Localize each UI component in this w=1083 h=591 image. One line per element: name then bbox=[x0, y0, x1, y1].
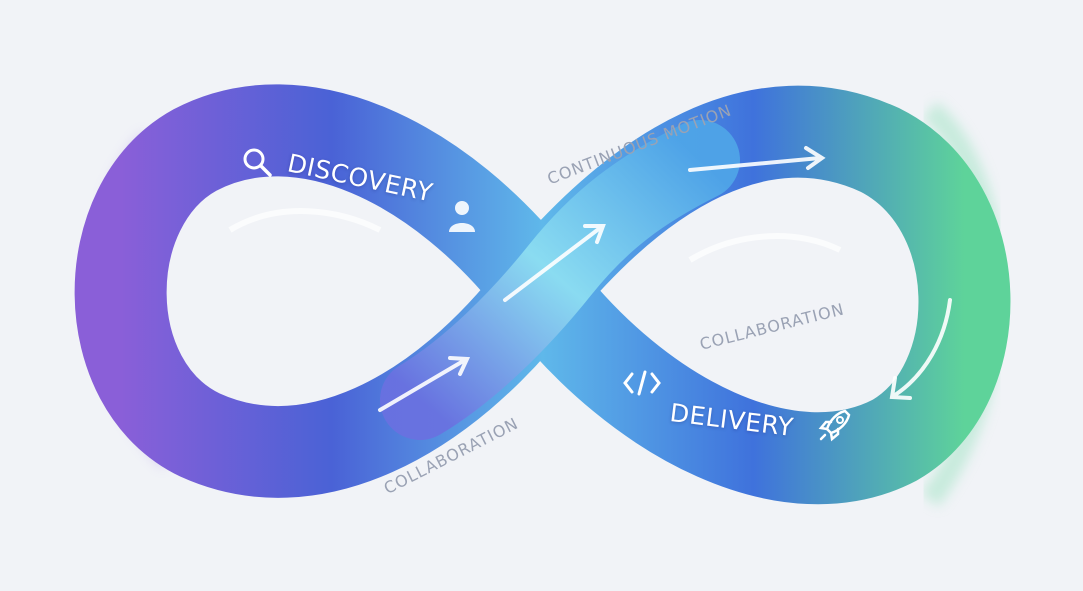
inner-highlight-left bbox=[228, 208, 382, 233]
inner-highlight-right bbox=[688, 233, 842, 263]
flow-arrows bbox=[378, 146, 952, 412]
arrow-icon bbox=[503, 224, 606, 302]
arrow-icon bbox=[378, 356, 471, 412]
arrow-icon bbox=[889, 298, 952, 400]
arrow-icon bbox=[688, 146, 826, 172]
infinity-band-crossing bbox=[380, 120, 740, 440]
